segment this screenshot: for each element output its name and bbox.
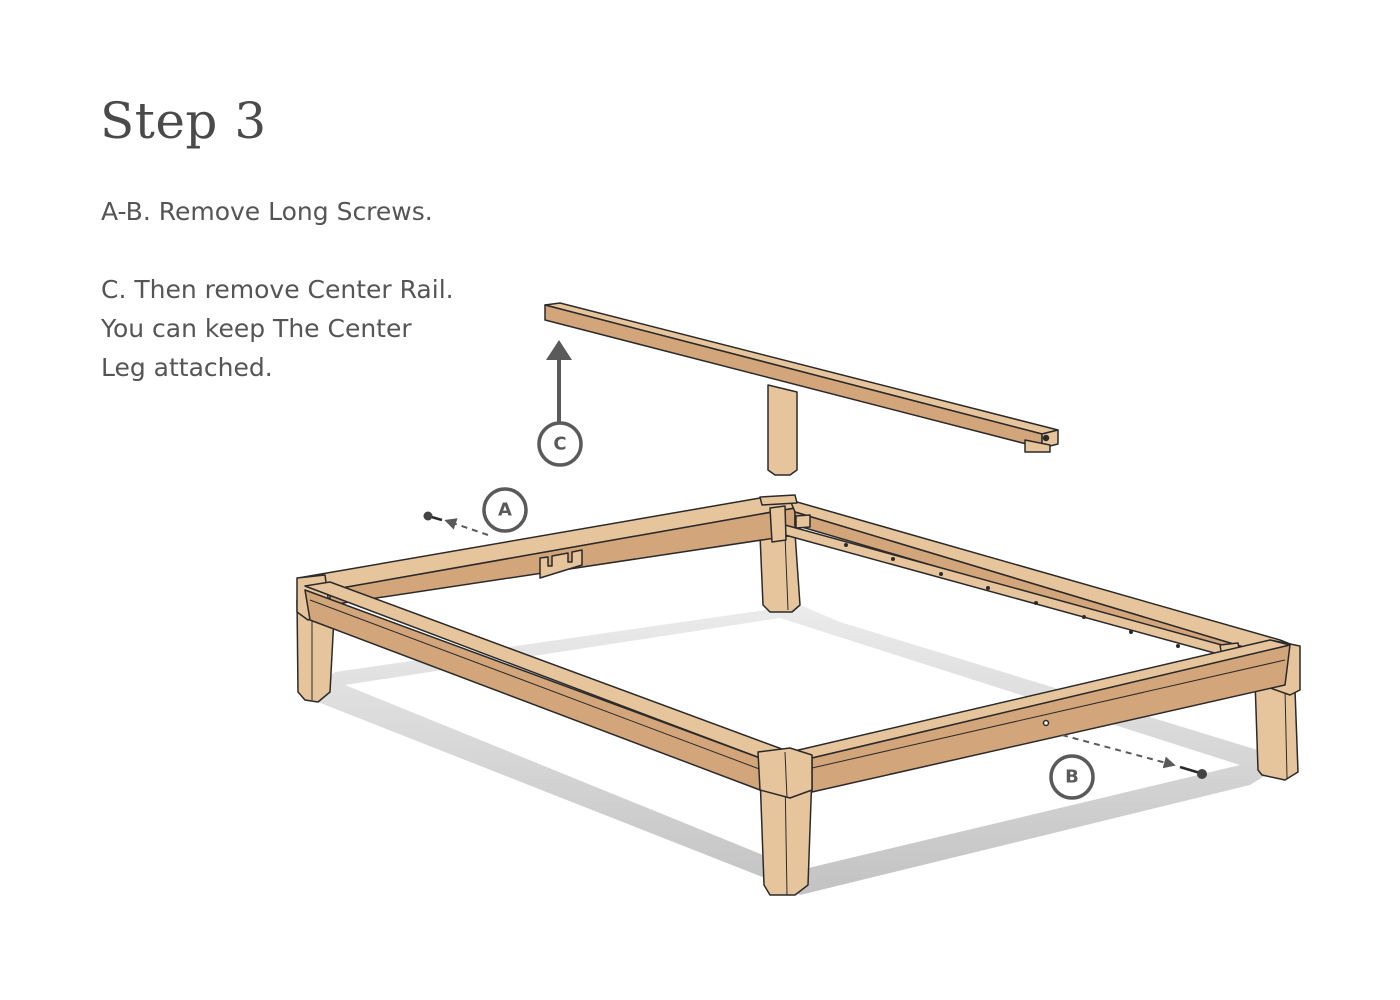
callout-b: B [1049,754,1095,800]
cleat-holes [844,543,1180,648]
arrow-c-up-icon [546,340,572,425]
screw-hole-b [1042,719,1050,727]
instruction-screws: A-B. Remove Long Screws. [101,197,433,226]
callout-c: C [537,421,583,467]
rail-back-left [297,497,796,606]
instruction-center-rail: C. Then remove Center Rail. [101,275,454,304]
instructions: A-B. Remove Long Screws. C. Then remove … [101,192,481,387]
rail-back-right [769,499,1301,663]
callout-a: A [482,487,528,533]
back-right-leg [1254,679,1299,781]
callout-c-label: C [553,434,566,455]
screw-b-icon [1061,734,1207,779]
center-leg [767,384,798,476]
callout-b-label: B [1065,767,1079,788]
step-title: Step 3 [100,92,267,150]
instruction-keep-leg-2: Leg attached. [101,353,273,382]
instruction-keep-leg-1: You can keep The Center [101,314,412,343]
screw-a-icon [423,511,489,536]
center-rail [544,302,1059,453]
rail-front-left [304,581,791,791]
back-left-leg [759,532,801,613]
callout-a-label: A [498,500,512,521]
front-corner [757,747,813,799]
